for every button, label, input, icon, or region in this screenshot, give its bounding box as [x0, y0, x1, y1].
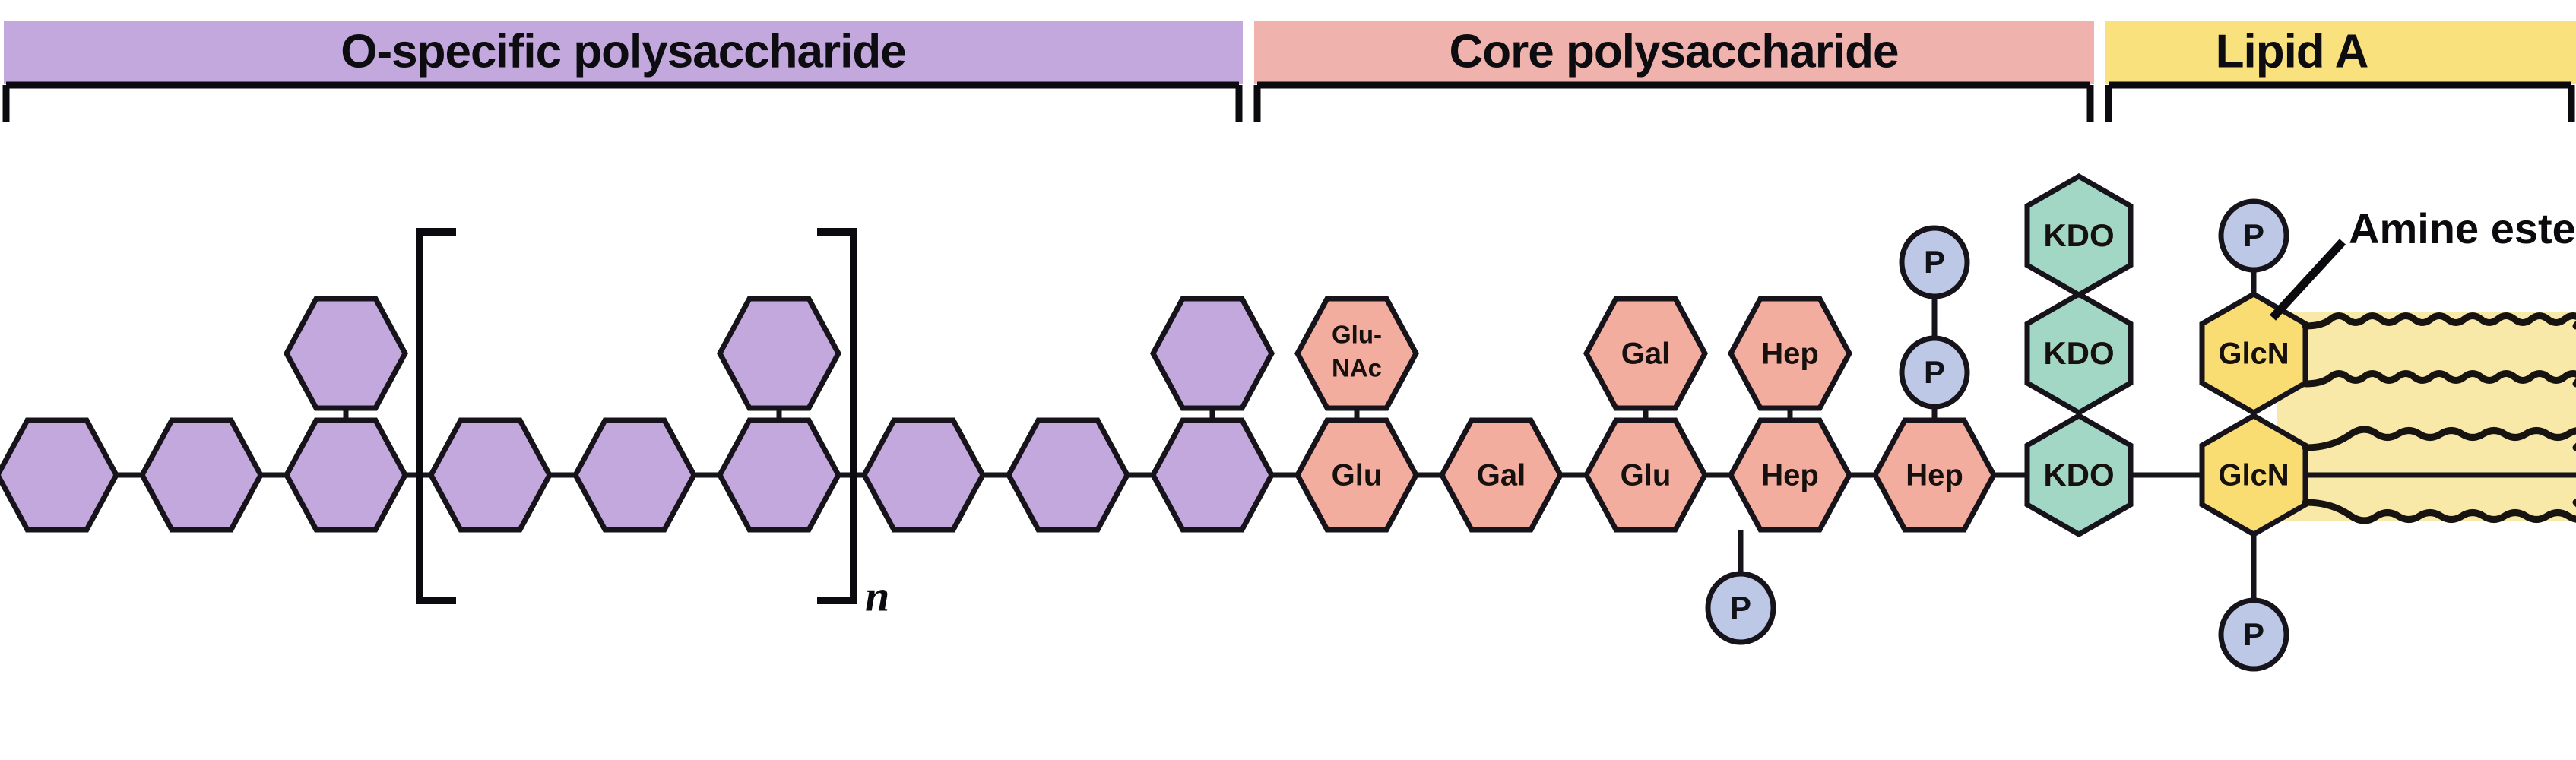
hexagon-hep-1: Hep — [1731, 420, 1849, 530]
lipid-a-backbone: GlcN GlcN — [2202, 294, 2305, 534]
hexagon-kdo-2-label: KDO — [2043, 335, 2114, 371]
hexagon-glunac-label-line1: Glu- — [1332, 321, 1382, 349]
hexagon-glcn-2-label: GlcN — [2218, 459, 2289, 492]
band-lipid-a-label: Lipid A — [2216, 25, 2368, 78]
acyl-chain-2 — [2302, 370, 2576, 388]
amine-ester-leader-line — [2269, 239, 2346, 321]
hexagon-o-antigen-5 — [575, 420, 694, 530]
bracket-core — [1253, 81, 2094, 122]
section-brackets — [2, 81, 2575, 122]
hexagon-gal-2-label: Gal — [1621, 337, 1670, 371]
hexagon-gal-1: Gal — [1442, 420, 1560, 530]
hexagon-kdo-2: KDO — [2027, 294, 2131, 413]
bracket-o-specific — [2, 81, 1243, 122]
acyl-chain-3 — [2302, 426, 2576, 451]
hexagon-o-antigen-2 — [142, 420, 261, 530]
repeat-bracket-open — [416, 228, 456, 604]
repeat-unit-subscript: n — [865, 571, 889, 620]
kdo-stack: KDO KDO KDO — [2027, 176, 2131, 534]
hexagon-hep-2: Hep — [1875, 420, 1994, 530]
band-lipid-a: Lipid A — [2105, 21, 2576, 84]
acyl-chain-4 — [2302, 499, 2576, 524]
hexagon-gal-2: Gal — [1586, 299, 1705, 408]
hexagon-glu-2: Glu — [1586, 420, 1705, 530]
band-o-specific-fill — [4, 21, 1243, 84]
hexagon-o-antigen-branch-2 — [720, 299, 838, 408]
hexagon-hep-1-label: Hep — [1761, 459, 1819, 492]
repeat-bracket-close — [817, 228, 857, 604]
band-core-label: Core polysaccharide — [1450, 25, 1899, 78]
phosphate-glcn-top-label: P — [2243, 217, 2264, 253]
band-core: Core polysaccharide — [1254, 21, 2094, 84]
phosphate-hep-upper-outer: P — [1899, 225, 1970, 299]
hexagon-hep-2-label: Hep — [1906, 459, 1963, 492]
hexagon-kdo-3-label: KDO — [2043, 217, 2114, 253]
hexagon-kdo-3: KDO — [2027, 176, 2131, 295]
phosphate-group: P P P P P — [1705, 198, 2289, 672]
hexagon-glunac-label-line2: NAc — [1332, 354, 1382, 382]
hexagon-o-antigen-6 — [720, 420, 838, 530]
hexagon-o-antigen-9 — [1153, 420, 1272, 530]
phosphate-hep-lower-label: P — [1730, 590, 1751, 625]
hexagon-glu-1: Glu — [1298, 420, 1416, 530]
hexagon-o-antigen-branch-3 — [1153, 299, 1272, 408]
phosphate-glcn-bottom: P — [2218, 597, 2289, 672]
hexagon-kdo-1: KDO — [2027, 416, 2131, 534]
band-lipid-a-fill — [2105, 21, 2576, 84]
acyl-chains — [2302, 312, 2576, 524]
hexagon-hep-3: Hep — [1731, 299, 1849, 408]
hexagon-o-antigen-3 — [287, 420, 405, 530]
amine-ester-callout: Amine ester — [2269, 204, 2576, 321]
lipid-a-tail-panel — [2277, 312, 2576, 521]
hexagon-glcn-1-label: GlcN — [2218, 337, 2289, 371]
hexagon-glcn-1: GlcN — [2202, 294, 2305, 413]
phosphate-hep-upper-inner-label: P — [1924, 354, 1945, 390]
hexagon-o-antigen-branch-1 — [287, 299, 405, 408]
phosphate-hep-upper-outer-label: P — [1924, 244, 1945, 280]
bracket-lipid-a — [2105, 81, 2575, 122]
hexagon-hep-3-label: Hep — [1761, 337, 1819, 371]
hexagon-kdo-1-label: KDO — [2043, 457, 2114, 492]
hexagon-o-antigen-4 — [431, 420, 550, 530]
hexagon-glcn-2: GlcN — [2202, 416, 2305, 534]
hexagon-o-antigen-7 — [864, 420, 983, 530]
band-o-specific-label: O-specific polysaccharide — [341, 25, 905, 78]
core-chain: Glu Gal Glu Hep Hep Glu- NAc — [1298, 299, 1994, 530]
hexagon-o-antigen-1 — [0, 420, 116, 530]
hexagon-o-antigen-8 — [1009, 420, 1127, 530]
phosphate-hep-upper-inner: P — [1899, 335, 1970, 410]
hexagon-glunac: Glu- NAc — [1298, 299, 1416, 408]
hexagon-glu-1-label: Glu — [1332, 459, 1383, 492]
hexagon-glu-2-label: Glu — [1621, 459, 1671, 492]
amine-ester-label: Amine ester — [2349, 204, 2576, 252]
hexagon-gal-1-label: Gal — [1477, 459, 1526, 492]
band-core-fill — [1254, 21, 2094, 84]
phosphate-glcn-bottom-label: P — [2243, 616, 2264, 652]
band-row: O-specific polysaccharide Core polysacch… — [4, 21, 2576, 84]
phosphate-glcn-top: P — [2218, 198, 2289, 273]
acyl-chain-1 — [2302, 312, 2576, 330]
phosphate-hep-lower: P — [1705, 571, 1776, 645]
o-specific-chain — [0, 299, 1272, 530]
band-o-specific: O-specific polysaccharide — [4, 21, 1243, 84]
repeat-unit-bracket: n — [416, 228, 889, 620]
